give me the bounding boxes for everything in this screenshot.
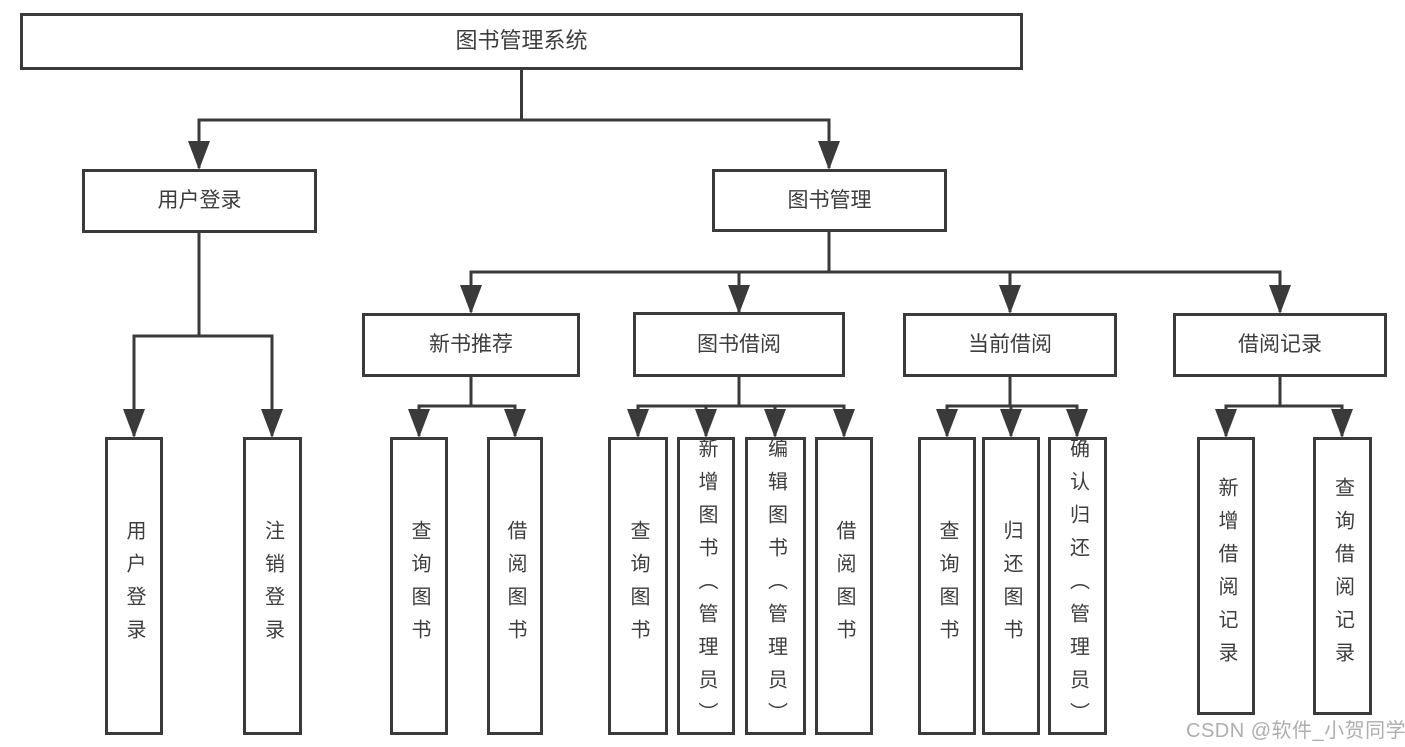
leaf-logout: 注销登录 xyxy=(243,437,302,735)
leaf-query-books-recommend: 查询图书 xyxy=(390,437,448,735)
node-library-system: 图书管理系统 xyxy=(20,13,1023,70)
node-user-login: 用户登录 xyxy=(82,169,317,233)
leaf-query-books-current: 查询图书 xyxy=(918,437,976,735)
leaf-query-books-borrowing: 查询图书 xyxy=(608,437,668,735)
node-book-management: 图书管理 xyxy=(712,169,947,232)
leaf-add-borrow-record: 新增借阅记录 xyxy=(1197,437,1255,715)
leaf-confirm-return-admin: 确认归还（管理员） xyxy=(1048,437,1107,735)
leaf-edit-book-admin: 编辑图书（管理员） xyxy=(745,437,806,735)
leaf-borrow-books-recommend: 借阅图书 xyxy=(487,437,543,735)
node-book-borrowing: 图书借阅 xyxy=(633,312,845,377)
leaf-user-login: 用户登录 xyxy=(105,437,163,735)
csdn-watermark: CSDN @软件_小贺同学 xyxy=(1186,720,1405,742)
leaf-add-book-admin: 新增图书（管理员） xyxy=(677,437,735,735)
leaf-return-book: 归还图书 xyxy=(982,437,1040,735)
node-new-book-recommend: 新书推荐 xyxy=(362,313,580,377)
leaf-borrow-books: 借阅图书 xyxy=(815,437,873,735)
node-current-borrowing: 当前借阅 xyxy=(903,313,1117,377)
node-borrowing-records: 借阅记录 xyxy=(1173,313,1387,377)
leaf-query-borrow-record: 查询借阅记录 xyxy=(1313,437,1372,715)
